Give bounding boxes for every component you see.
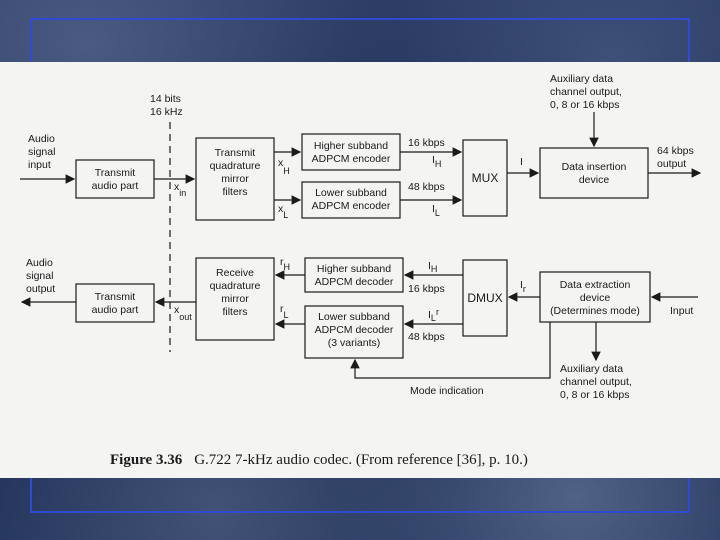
- audio-out-line3: output: [26, 283, 55, 295]
- mux-label: MUX: [472, 171, 499, 185]
- rqmf-line4: filters: [222, 306, 247, 318]
- receive-qmf-box: [195, 257, 275, 341]
- sig-xin: xin: [174, 181, 186, 198]
- aux-bot-line1: Auxiliary data: [560, 363, 623, 375]
- rate-l-top: 48 kbps: [408, 181, 445, 193]
- enc-h-line2: ADPCM encoder: [312, 153, 391, 165]
- transmit-qmf-box: [195, 137, 275, 221]
- rqmf-line1: Receive: [216, 267, 254, 279]
- aux-top-line3: 0, 8 or 16 kbps: [550, 99, 619, 111]
- audio-in-line3: input: [28, 159, 51, 171]
- rqmf-line3: mirror: [221, 293, 249, 305]
- top-note-line2: 16 kHz: [150, 106, 183, 118]
- sig-i: I: [520, 156, 523, 168]
- enc-l-line2: ADPCM encoder: [312, 200, 391, 212]
- aux-bot-line2: channel output,: [560, 376, 632, 388]
- codec-diagram: 14 bits 16 kHz Audio signal input Audio …: [20, 73, 702, 468]
- rx-audio-line1: Transmit: [95, 291, 136, 303]
- dec-h-line1: Higher subband: [317, 263, 391, 275]
- tx-audio-line1: Transmit: [95, 167, 136, 179]
- mode-indication-label: Mode indication: [410, 385, 484, 397]
- sig-xh: xH: [278, 157, 290, 176]
- rate-h-top: 16 kbps: [408, 137, 445, 149]
- sig-ilr: ILr: [428, 307, 439, 323]
- sig-rh: rH: [280, 256, 290, 272]
- aux-top-line1: Auxiliary data: [550, 73, 613, 85]
- extract-line1: Data extraction: [560, 279, 631, 291]
- enc-l-line1: Lower subband: [315, 187, 387, 199]
- insert-line1: Data insertion: [562, 161, 627, 173]
- extract-line2: device: [580, 292, 611, 304]
- dec-l-line2: ADPCM decoder: [315, 324, 394, 336]
- enc-h-line1: Higher subband: [314, 140, 388, 152]
- rate-h-bot: 16 kbps: [408, 283, 445, 295]
- dec-l-line1: Lower subband: [318, 311, 390, 323]
- audio-out-line2: signal: [26, 270, 53, 282]
- top-note-line1: 14 bits: [150, 93, 181, 105]
- insert-line2: device: [579, 174, 610, 186]
- tqmf-line2: quadrature: [210, 160, 261, 172]
- out64-line2: output: [657, 158, 686, 170]
- aux-top-line2: channel output,: [550, 86, 622, 98]
- extract-line3: (Determines mode): [550, 305, 640, 317]
- rqmf-line2: quadrature: [210, 280, 261, 292]
- mux-box: [462, 139, 508, 217]
- sig-il: IL: [432, 203, 440, 218]
- sig-rl: rL: [280, 303, 289, 320]
- figure-panel: 14 bits 16 kHz Audio signal input Audio …: [0, 62, 720, 478]
- sig-ihr: IH: [428, 260, 437, 274]
- tqmf-line4: filters: [222, 186, 247, 198]
- input-label: Input: [670, 305, 693, 317]
- lower-decoder-box: [304, 305, 404, 359]
- rx-audio-line2: audio part: [92, 304, 139, 316]
- tqmf-line3: mirror: [221, 173, 249, 185]
- audio-out-line1: Audio: [26, 257, 53, 269]
- sig-ih: IH: [432, 154, 441, 169]
- dec-h-line2: ADPCM decoder: [315, 276, 394, 288]
- dmux-label: DMUX: [467, 291, 502, 305]
- tqmf-line1: Transmit: [215, 147, 256, 159]
- sig-xout: xout: [174, 304, 192, 322]
- rate-l-bot: 48 kbps: [408, 331, 445, 343]
- transmit-audio-box: [75, 159, 155, 199]
- sig-xl: xL: [278, 203, 288, 220]
- aux-bot-line3: 0, 8 or 16 kbps: [560, 389, 629, 401]
- tx-audio-line2: audio part: [92, 180, 139, 192]
- out64-line1: 64 kbps: [657, 145, 694, 157]
- audio-in-line2: signal: [28, 146, 55, 158]
- sig-ir: Ir: [520, 279, 526, 294]
- audio-in-line1: Audio: [28, 133, 55, 145]
- receive-audio-box: [75, 283, 155, 323]
- dec-l-line3: (3 variants): [328, 337, 381, 349]
- dmux-box: [462, 259, 508, 337]
- insertion-box: [539, 147, 649, 199]
